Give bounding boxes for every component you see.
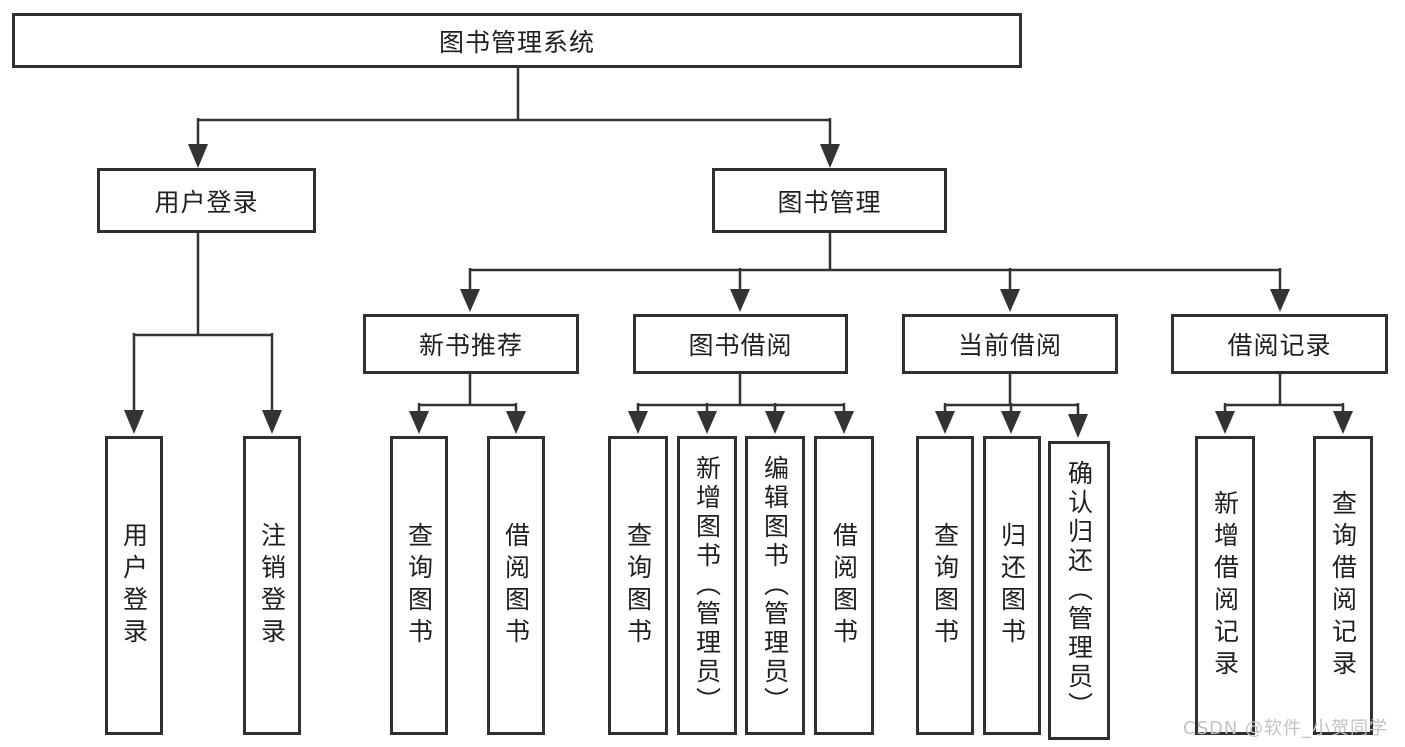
node-current-borrow: 当前借阅 bbox=[902, 314, 1118, 374]
node-user-login: 用户登录 bbox=[97, 168, 316, 233]
connector-book-management bbox=[468, 233, 1282, 291]
arrow-down-icon bbox=[188, 144, 208, 168]
connector-root bbox=[196, 68, 832, 146]
leaf-borrow-books-recommend: 借阅图书 bbox=[487, 436, 545, 735]
arrow-down-icon bbox=[1333, 411, 1353, 434]
node-current-borrow-label: 当前借阅 bbox=[957, 331, 1062, 360]
node-book-management: 图书管理 bbox=[712, 168, 947, 233]
connector-user-login bbox=[132, 233, 274, 412]
leaf-borrow-books-recommend-label: 借阅图书 bbox=[501, 521, 531, 650]
leaf-query-borrow-record-label: 查询借阅记录 bbox=[1328, 489, 1358, 682]
leaf-query-books-recommend: 查询图书 bbox=[390, 436, 448, 735]
arrow-down-icon bbox=[730, 289, 750, 312]
node-root: 图书管理系统 bbox=[12, 13, 1022, 68]
leaf-query-books-current: 查询图书 bbox=[916, 436, 974, 735]
node-book-borrow: 图书借阅 bbox=[633, 314, 848, 374]
leaf-borrow-books: 借阅图书 bbox=[814, 436, 874, 735]
node-new-book-recommend-label: 新书推荐 bbox=[418, 331, 523, 360]
arrow-down-icon bbox=[409, 411, 429, 434]
leaf-add-borrow-record-label: 新增借阅记录 bbox=[1210, 489, 1240, 682]
arrow-down-icon bbox=[506, 411, 526, 434]
connector-borrow-records bbox=[1223, 374, 1345, 413]
arrow-down-icon bbox=[460, 289, 480, 312]
leaf-user-login: 用户登录 bbox=[105, 436, 163, 735]
arrow-down-icon bbox=[697, 411, 717, 434]
leaf-return-books-label: 归还图书 bbox=[997, 521, 1027, 650]
leaf-add-books-admin-label: 新增图书（管理员） bbox=[692, 455, 722, 716]
arrow-down-icon bbox=[1068, 414, 1088, 438]
leaf-confirm-return-admin: 确认归还（管理员） bbox=[1048, 441, 1110, 740]
leaf-logout-label: 注销登录 bbox=[257, 521, 287, 650]
connector-new-book bbox=[417, 374, 518, 413]
arrow-down-icon bbox=[765, 411, 785, 434]
csdn-watermark: CSDN @软件_小贺同学 bbox=[1183, 718, 1389, 739]
leaf-query-books-borrow-label: 查询图书 bbox=[623, 521, 653, 650]
arrow-down-icon bbox=[628, 411, 648, 434]
node-borrow-records-label: 借阅记录 bbox=[1227, 331, 1332, 360]
leaf-edit-books-admin: 编辑图书（管理员） bbox=[745, 436, 805, 735]
leaf-query-borrow-record: 查询借阅记录 bbox=[1313, 436, 1373, 735]
node-user-login-label: 用户登录 bbox=[154, 187, 259, 217]
leaf-borrow-books-label: 借阅图书 bbox=[829, 521, 859, 650]
node-new-book-recommend: 新书推荐 bbox=[363, 314, 579, 374]
leaf-logout: 注销登录 bbox=[243, 436, 301, 735]
leaf-query-books-current-label: 查询图书 bbox=[930, 521, 960, 650]
connector-current-borrow bbox=[943, 374, 1080, 416]
node-borrow-records: 借阅记录 bbox=[1171, 314, 1388, 374]
arrow-down-icon bbox=[1001, 411, 1021, 434]
node-root-label: 图书管理系统 bbox=[438, 27, 595, 57]
leaf-user-login-label: 用户登录 bbox=[119, 521, 149, 650]
arrow-down-icon bbox=[1215, 411, 1235, 434]
arrow-down-icon bbox=[124, 410, 144, 434]
connector-book-borrow bbox=[636, 374, 846, 413]
node-book-management-label: 图书管理 bbox=[777, 187, 882, 217]
arrow-down-icon bbox=[262, 410, 282, 434]
leaf-query-books-borrow: 查询图书 bbox=[608, 436, 668, 735]
leaf-edit-books-admin-label: 编辑图书（管理员） bbox=[760, 455, 790, 716]
arrow-down-icon bbox=[820, 144, 840, 168]
arrow-down-icon bbox=[1000, 289, 1020, 312]
leaf-return-books: 归还图书 bbox=[983, 436, 1041, 735]
leaf-query-books-recommend-label: 查询图书 bbox=[404, 521, 434, 650]
arrow-down-icon bbox=[834, 411, 854, 434]
leaf-confirm-return-admin-label: 确认归还（管理员） bbox=[1064, 460, 1094, 721]
arrow-down-icon bbox=[935, 411, 955, 434]
node-book-borrow-label: 图书借阅 bbox=[688, 331, 793, 360]
leaf-add-books-admin: 新增图书（管理员） bbox=[677, 436, 737, 735]
leaf-add-borrow-record: 新增借阅记录 bbox=[1195, 436, 1255, 735]
arrow-down-icon bbox=[1270, 289, 1290, 312]
